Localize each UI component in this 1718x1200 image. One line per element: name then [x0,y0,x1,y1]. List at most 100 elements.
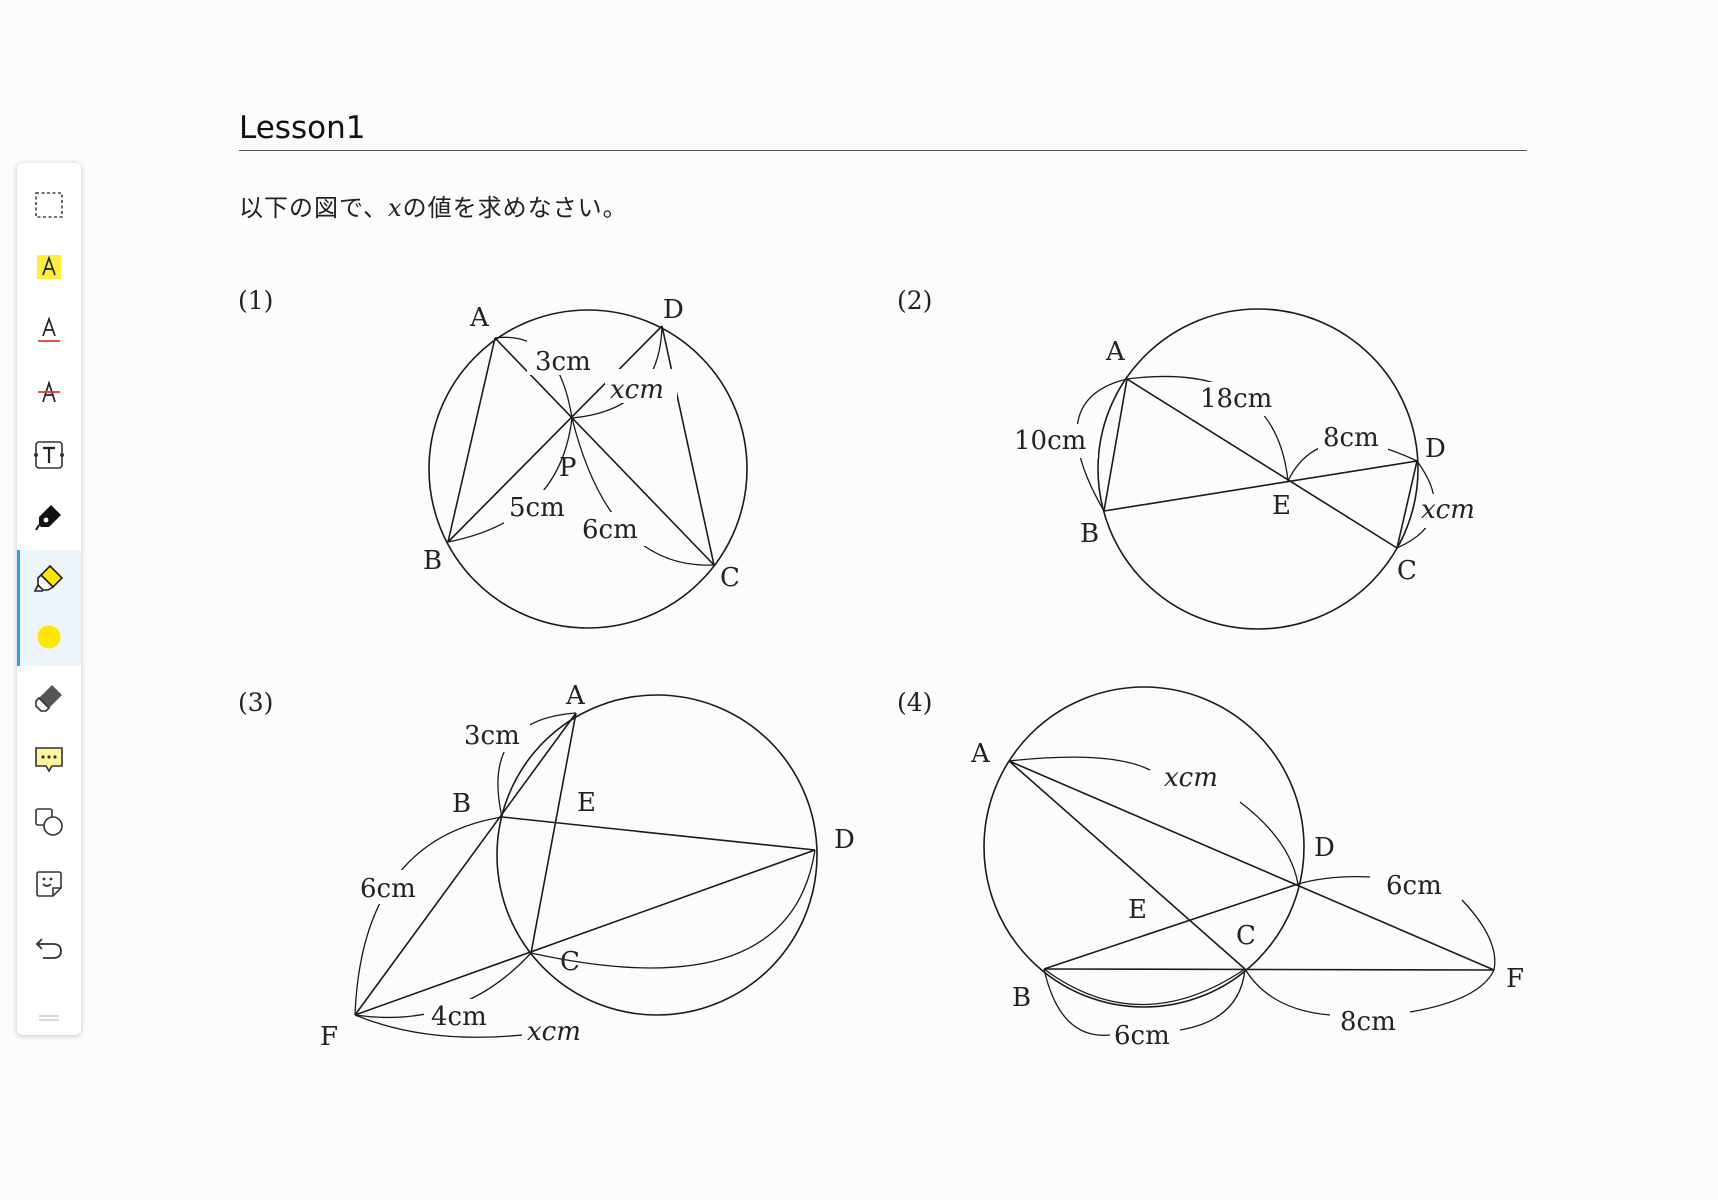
title-divider [239,150,1527,151]
shapes-button[interactable] [17,793,81,851]
problem-4-bracket-bc-inner [1043,968,1246,1006]
problem-4-label-d: D [1314,833,1335,863]
problem-3-length-cd: xcm [527,1017,581,1047]
problem-4-label-a: A [970,739,991,769]
problem-4-label-e: E [1128,895,1147,925]
instruction-text: 以下の図で、xの値を求めなさい。 [239,188,628,223]
problem-2-length-ae: 18cm [1200,384,1272,414]
problem-4-chord-bd [1043,883,1299,970]
annotation-toolbar [17,163,81,1035]
problem-3-line-fa [354,712,577,1016]
problem-2-label-b: B [1080,519,1099,549]
problem-3-bracket-cd [530,849,816,969]
shapes-icon [35,808,63,836]
problem-4-label: (4) [897,688,933,717]
problem-3-label-f: F [320,1022,338,1052]
problem-2-length-de: 8cm [1323,423,1379,453]
problem-4-bracket-ad-start [1008,756,1151,771]
problem-1-label-b: B [423,546,442,576]
problem-4-length-df: 6cm [1386,871,1442,901]
sticker-button[interactable] [17,855,81,913]
problem-3-label-c: C [560,947,580,977]
problem-1-length-ap: 3cm [535,347,591,377]
problem-4-length-ad: xcm [1164,763,1218,793]
problem-3-label-a: A [565,681,586,711]
text-box-icon [34,441,64,469]
text-strikethrough-icon [38,380,60,403]
problem-4-figure: A B C D E F xcm 6cm 6cm 8cm [970,686,1524,1051]
problem-4-line-bf [1043,968,1495,971]
problem-3-label-e: E [577,788,596,818]
select-area-button[interactable] [17,176,81,234]
problem-4-length-cf: 8cm [1340,1007,1396,1037]
problem-4-label-c: C [1236,921,1256,951]
text-box-button[interactable] [17,426,81,484]
undo-button[interactable] [17,918,81,976]
problem-1-chord-ac [494,337,715,566]
problem-2-chord-ac [1126,378,1398,549]
text-underline-icon [38,316,60,342]
problem-4-bracket-df-start [1297,876,1371,885]
problem-3-label-b: B [452,789,471,819]
color-dot-icon [37,625,61,649]
problem-1-length-dp: xcm [610,375,664,405]
problem-4-bracket-cf-start [1244,968,1331,1016]
text-highlight-icon [37,255,61,279]
problem-3-chord-bd [501,816,816,851]
problem-1-chord-bd [447,325,663,543]
problem-3-length-ab: 3cm [464,721,520,751]
problem-1-label-p: P [559,453,577,483]
problem-1-length-bp: 5cm [509,493,565,523]
undo-icon [35,938,62,959]
problem-3-label-d: D [834,825,855,855]
problem-3-chord-ac [530,712,577,954]
problem-3-figure: A B C D E F 3cm 6cm 4cm xcm [320,681,855,1052]
problem-3-line-fd [354,849,816,1016]
highlighter-button[interactable] [17,550,81,608]
highlight-text-button[interactable] [17,238,81,296]
problem-2-label-d: D [1425,434,1446,464]
problem-1-label-d: D [663,295,684,325]
problem-2-chord-bd [1103,460,1418,512]
problem-1-label-c: C [720,563,740,593]
toolbar-drag-handle-icon[interactable] [39,1014,59,1022]
problem-4-line-af [1008,760,1495,971]
problem-2-label-a: A [1105,337,1126,367]
problem-2-label: (2) [897,286,933,315]
problem-2-label-e: E [1272,491,1291,521]
problem-2-length-ab: 10cm [1014,426,1086,456]
problem-4-bracket-df-end [1461,899,1496,971]
problem-3-circle [496,694,818,1016]
problem-1-label: (1) [238,286,274,315]
eraser-button[interactable] [17,668,81,726]
problem-1-segment-dc [661,325,715,566]
problem-1-circle [428,309,748,629]
problem-3-length-bf: 6cm [360,874,416,904]
eraser-icon [35,685,62,712]
problem-3-length-fc: 4cm [431,1002,487,1032]
comment-button[interactable] [17,730,81,788]
problem-4-bracket-bc-start [1043,968,1111,1036]
comment-icon [35,747,63,773]
problem-3-label: (3) [238,688,274,717]
problem-4-label-f: F [1506,964,1524,994]
highlighter-icon [33,564,64,592]
color-picker-button[interactable] [17,608,81,666]
dashed-rectangle-icon [35,192,63,218]
problem-2-figure: A B C D E 10cm 18cm 8cm xcm [1012,308,1492,630]
pen-icon [35,505,61,531]
underline-text-button[interactable] [17,301,81,359]
problem-2-segment-dc [1396,460,1418,549]
problem-4-bracket-ad-end [1239,801,1299,885]
strikethrough-text-button[interactable] [17,363,81,421]
sticker-icon [36,871,62,897]
problem-4-line-ac [1008,760,1246,970]
pen-button[interactable] [17,488,81,546]
problem-2-bracket-ab [1076,378,1128,512]
instruction-variable: x [388,194,403,222]
problem-4-label-b: B [1012,983,1031,1013]
lesson-title: Lesson1 [239,110,366,146]
instruction-suffix: の値を求めなさい。 [402,194,628,222]
